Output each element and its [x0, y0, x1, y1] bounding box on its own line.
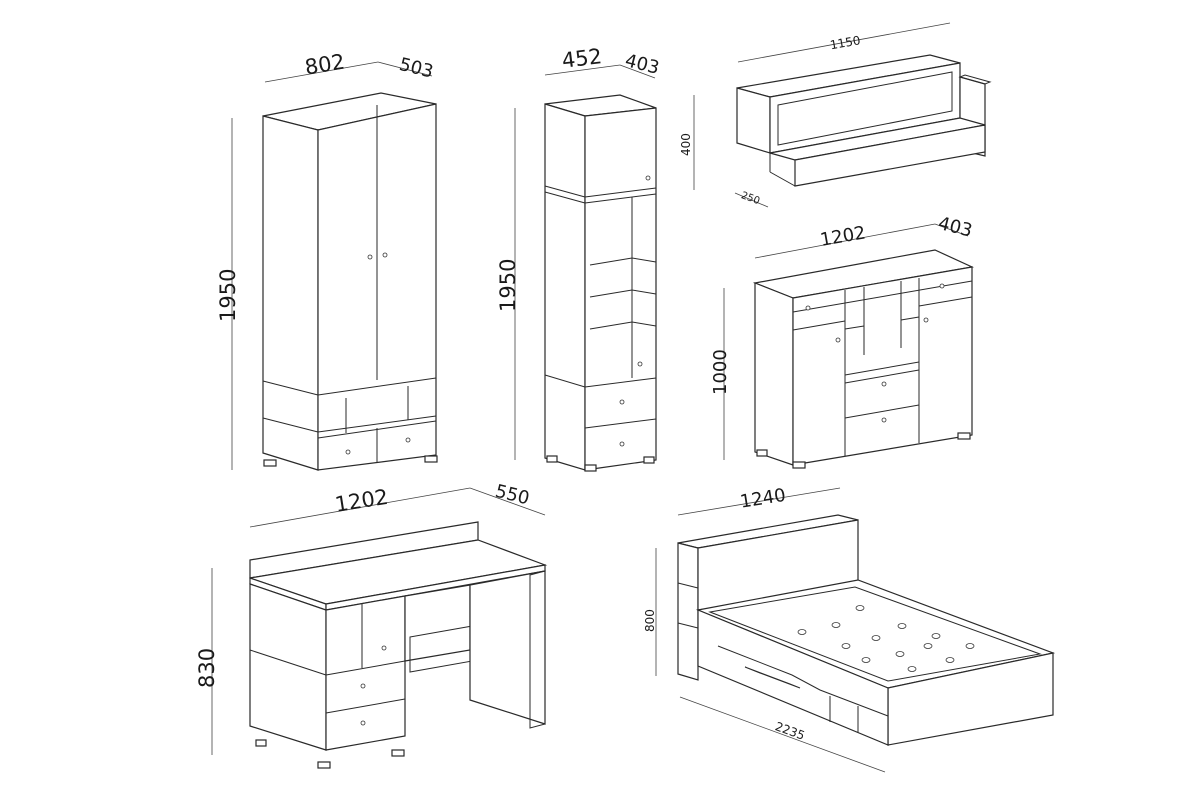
chest-drawer-knob	[881, 417, 887, 423]
shelf-width-label: 1150	[829, 33, 862, 52]
bed-height-label: 800	[643, 609, 657, 632]
bed-dimension-lines	[655, 487, 886, 773]
desk-width-label: 1202	[333, 485, 390, 517]
chest-dimension-lines	[723, 223, 969, 460]
shelf-height-label: 400	[679, 133, 693, 156]
bookcase-drawing	[544, 94, 657, 472]
bed-slat-fixing	[945, 657, 955, 663]
shelf-drawing	[736, 54, 992, 187]
chest-drawer-knob	[881, 381, 887, 387]
bookcase-top-door-knob	[645, 175, 651, 181]
bed-drawing	[677, 514, 1056, 746]
bed-slat-fixing	[907, 666, 917, 672]
desk-drawer-knob	[360, 683, 366, 689]
desk-dimension-lines	[211, 487, 546, 755]
bed-length-label: 2235	[773, 719, 806, 743]
bed-slat-fixing	[841, 643, 851, 649]
bookcase-dimension-lines	[514, 64, 656, 460]
chest-drawer-knob	[939, 283, 945, 289]
desk-height-label: 830	[195, 648, 219, 688]
desk-drawer-knob	[360, 720, 366, 726]
bed-slat-fixing	[923, 643, 933, 649]
desk-depth-label: 550	[493, 481, 531, 510]
bed-slat-fixing	[831, 622, 841, 628]
bed-slat-fixing	[965, 643, 975, 649]
shelf-depth-label: 250	[739, 190, 761, 207]
wardrobe-drawing	[262, 92, 438, 471]
wardrobe-door-knob	[367, 254, 373, 260]
bed-slat-fixing	[855, 605, 865, 611]
bed-slat-fixing	[897, 623, 907, 629]
chest-door-knob	[923, 317, 929, 323]
bed-slat-fixing	[895, 651, 905, 657]
chest-height-label: 1000	[710, 349, 731, 395]
wardrobe-door-knob	[382, 252, 388, 258]
wardrobe-depth-label: 503	[397, 54, 435, 83]
wardrobe-dimension-lines	[231, 61, 433, 470]
desk-drawing	[249, 521, 548, 769]
bed-slat-fixing	[797, 629, 807, 635]
bookcase-depth-label: 403	[623, 50, 661, 79]
bookcase-width-label: 452	[561, 44, 604, 73]
wardrobe-drawer-knob	[345, 449, 351, 455]
bookcase-drawer-knob	[619, 441, 625, 447]
wardrobe-drawer-knob	[405, 437, 411, 443]
bookcase-drawer-knob	[619, 399, 625, 405]
chest-drawer-knob	[805, 305, 811, 311]
wardrobe-width-label: 802	[303, 50, 346, 80]
bed-slat-fixing	[861, 657, 871, 663]
bookcase-height-label: 1950	[496, 259, 520, 312]
chest-depth-label: 403	[936, 213, 974, 242]
chest-door-knob	[835, 337, 841, 343]
bed-slat-fixing	[931, 633, 941, 639]
chest-drawing	[752, 249, 975, 469]
desk-shelf-knob	[381, 645, 387, 651]
bed-slat-fixing	[871, 635, 881, 641]
wardrobe-height-label: 1950	[216, 269, 240, 322]
shelf-dimension-lines	[693, 22, 951, 208]
bookcase-door-knob	[637, 361, 643, 367]
chest-width-label: 1202	[819, 222, 868, 251]
bed-width-label: 1240	[739, 485, 788, 513]
